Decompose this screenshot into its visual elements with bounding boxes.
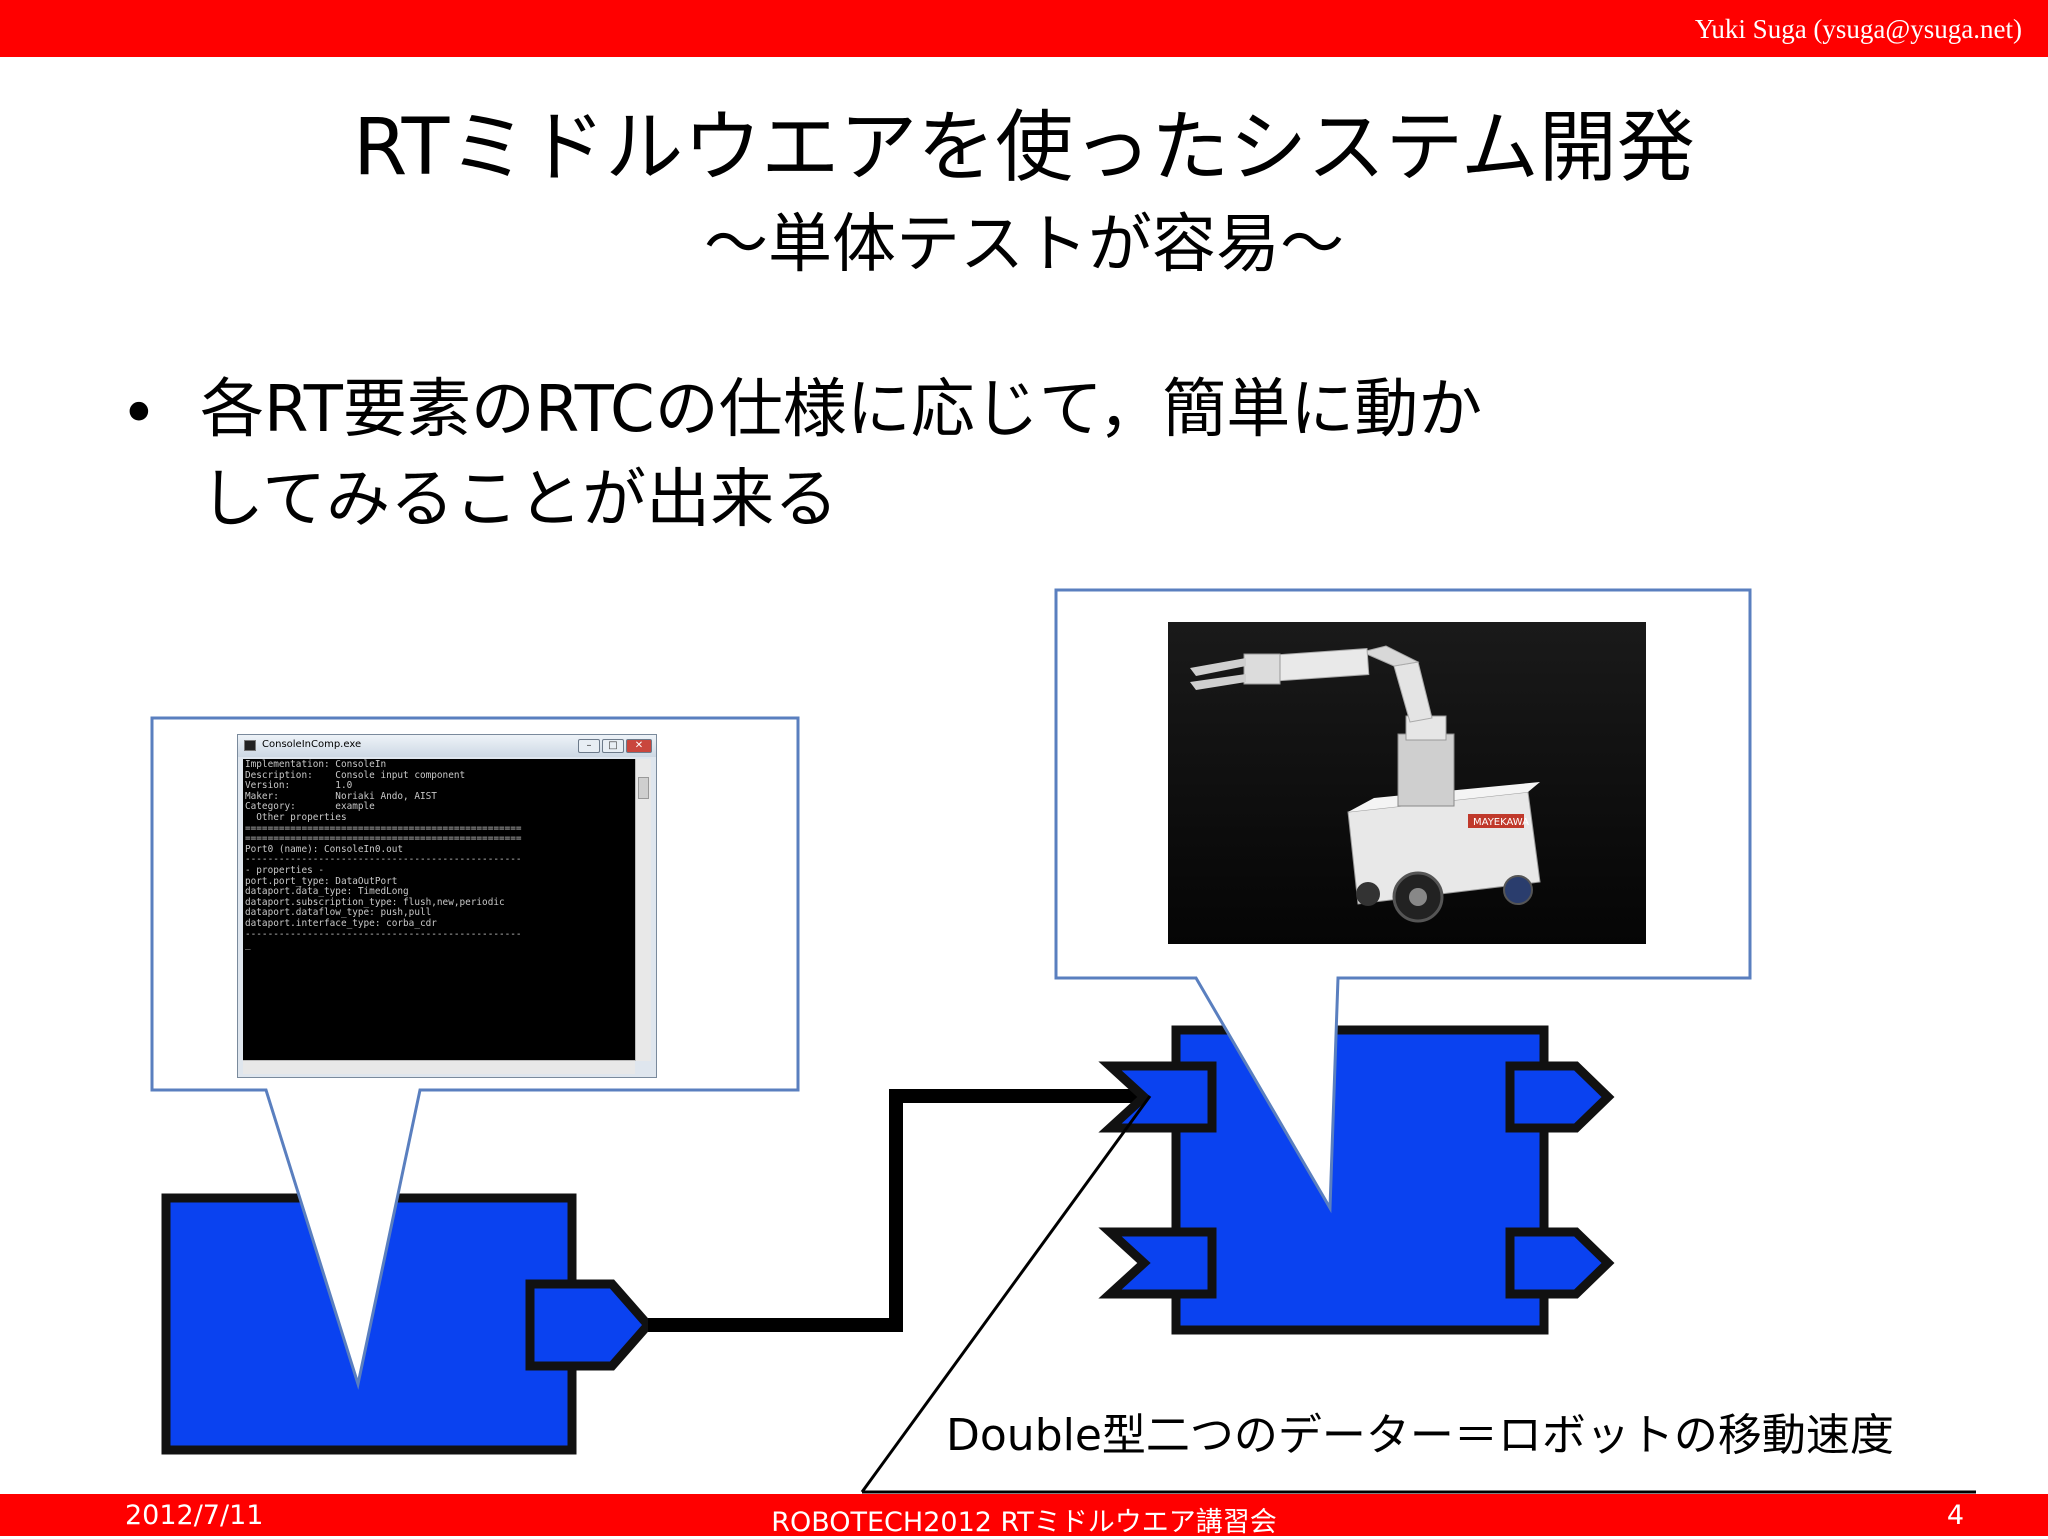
right-rtc-outport-bottom: [1505, 1227, 1615, 1299]
robot-brand-label: MAYEKAWA: [1473, 817, 1529, 828]
port-connector-wire: [648, 1089, 1150, 1332]
left-rtc-outport: [525, 1279, 654, 1371]
minimize-button[interactable]: –: [578, 739, 600, 753]
right-rtc-inport-top: [1098, 1061, 1217, 1133]
page-number: 4: [1946, 1500, 1964, 1531]
console-window: ConsoleInComp.exe – □ ✕ Implementation: …: [237, 734, 657, 1078]
console-output[interactable]: Implementation: ConsoleIn Description: C…: [243, 759, 635, 1061]
close-button[interactable]: ✕: [626, 739, 652, 753]
slide-subtitle: ～単体テストが容易～: [704, 208, 1344, 282]
bullet-text-line1: 各RT要素のRTCの仕様に応じて，簡単に動か: [200, 373, 1483, 447]
console-output-text: Implementation: ConsoleIn Description: C…: [245, 759, 522, 951]
bullet-marker: •: [120, 377, 158, 451]
right-rtc-inport-bottom: [1098, 1227, 1217, 1299]
bullet-text-line2: してみることが出来る: [200, 463, 839, 537]
footer-bar: [0, 1494, 2048, 1536]
robot-photo: MAYEKAWA: [1168, 622, 1646, 944]
console-title: ConsoleInComp.exe: [262, 739, 362, 750]
console-app-icon: [244, 740, 256, 751]
author-credit: Yuki Suga (ysuga@ysuga.net): [1694, 14, 2022, 44]
console-vertical-scrollbar[interactable]: [635, 759, 651, 1061]
data-type-note: Double型二つのデーター＝ロボットの移動速度: [946, 1410, 1894, 1461]
slide-title: RTミドルウエアを使ったシステム開発: [353, 103, 1695, 193]
robot-illustration: MAYEKAWA: [1168, 622, 1646, 944]
console-scroll-thumb[interactable]: [638, 777, 649, 799]
console-titlebar[interactable]: ConsoleInComp.exe – □ ✕: [238, 735, 656, 757]
maximize-button[interactable]: □: [602, 739, 624, 753]
footer-event: ROBOTECH2012 RTミドルウエア講習会: [771, 1507, 1277, 1538]
right-rtc-component: [1171, 1025, 1549, 1335]
note-pointer-line: [860, 1095, 1152, 1493]
right-rtc-outport-top: [1505, 1061, 1615, 1133]
header-bar: [0, 0, 2048, 57]
console-horizontal-scrollbar[interactable]: [243, 1060, 635, 1074]
footer-date: 2012/7/11: [125, 1500, 264, 1531]
